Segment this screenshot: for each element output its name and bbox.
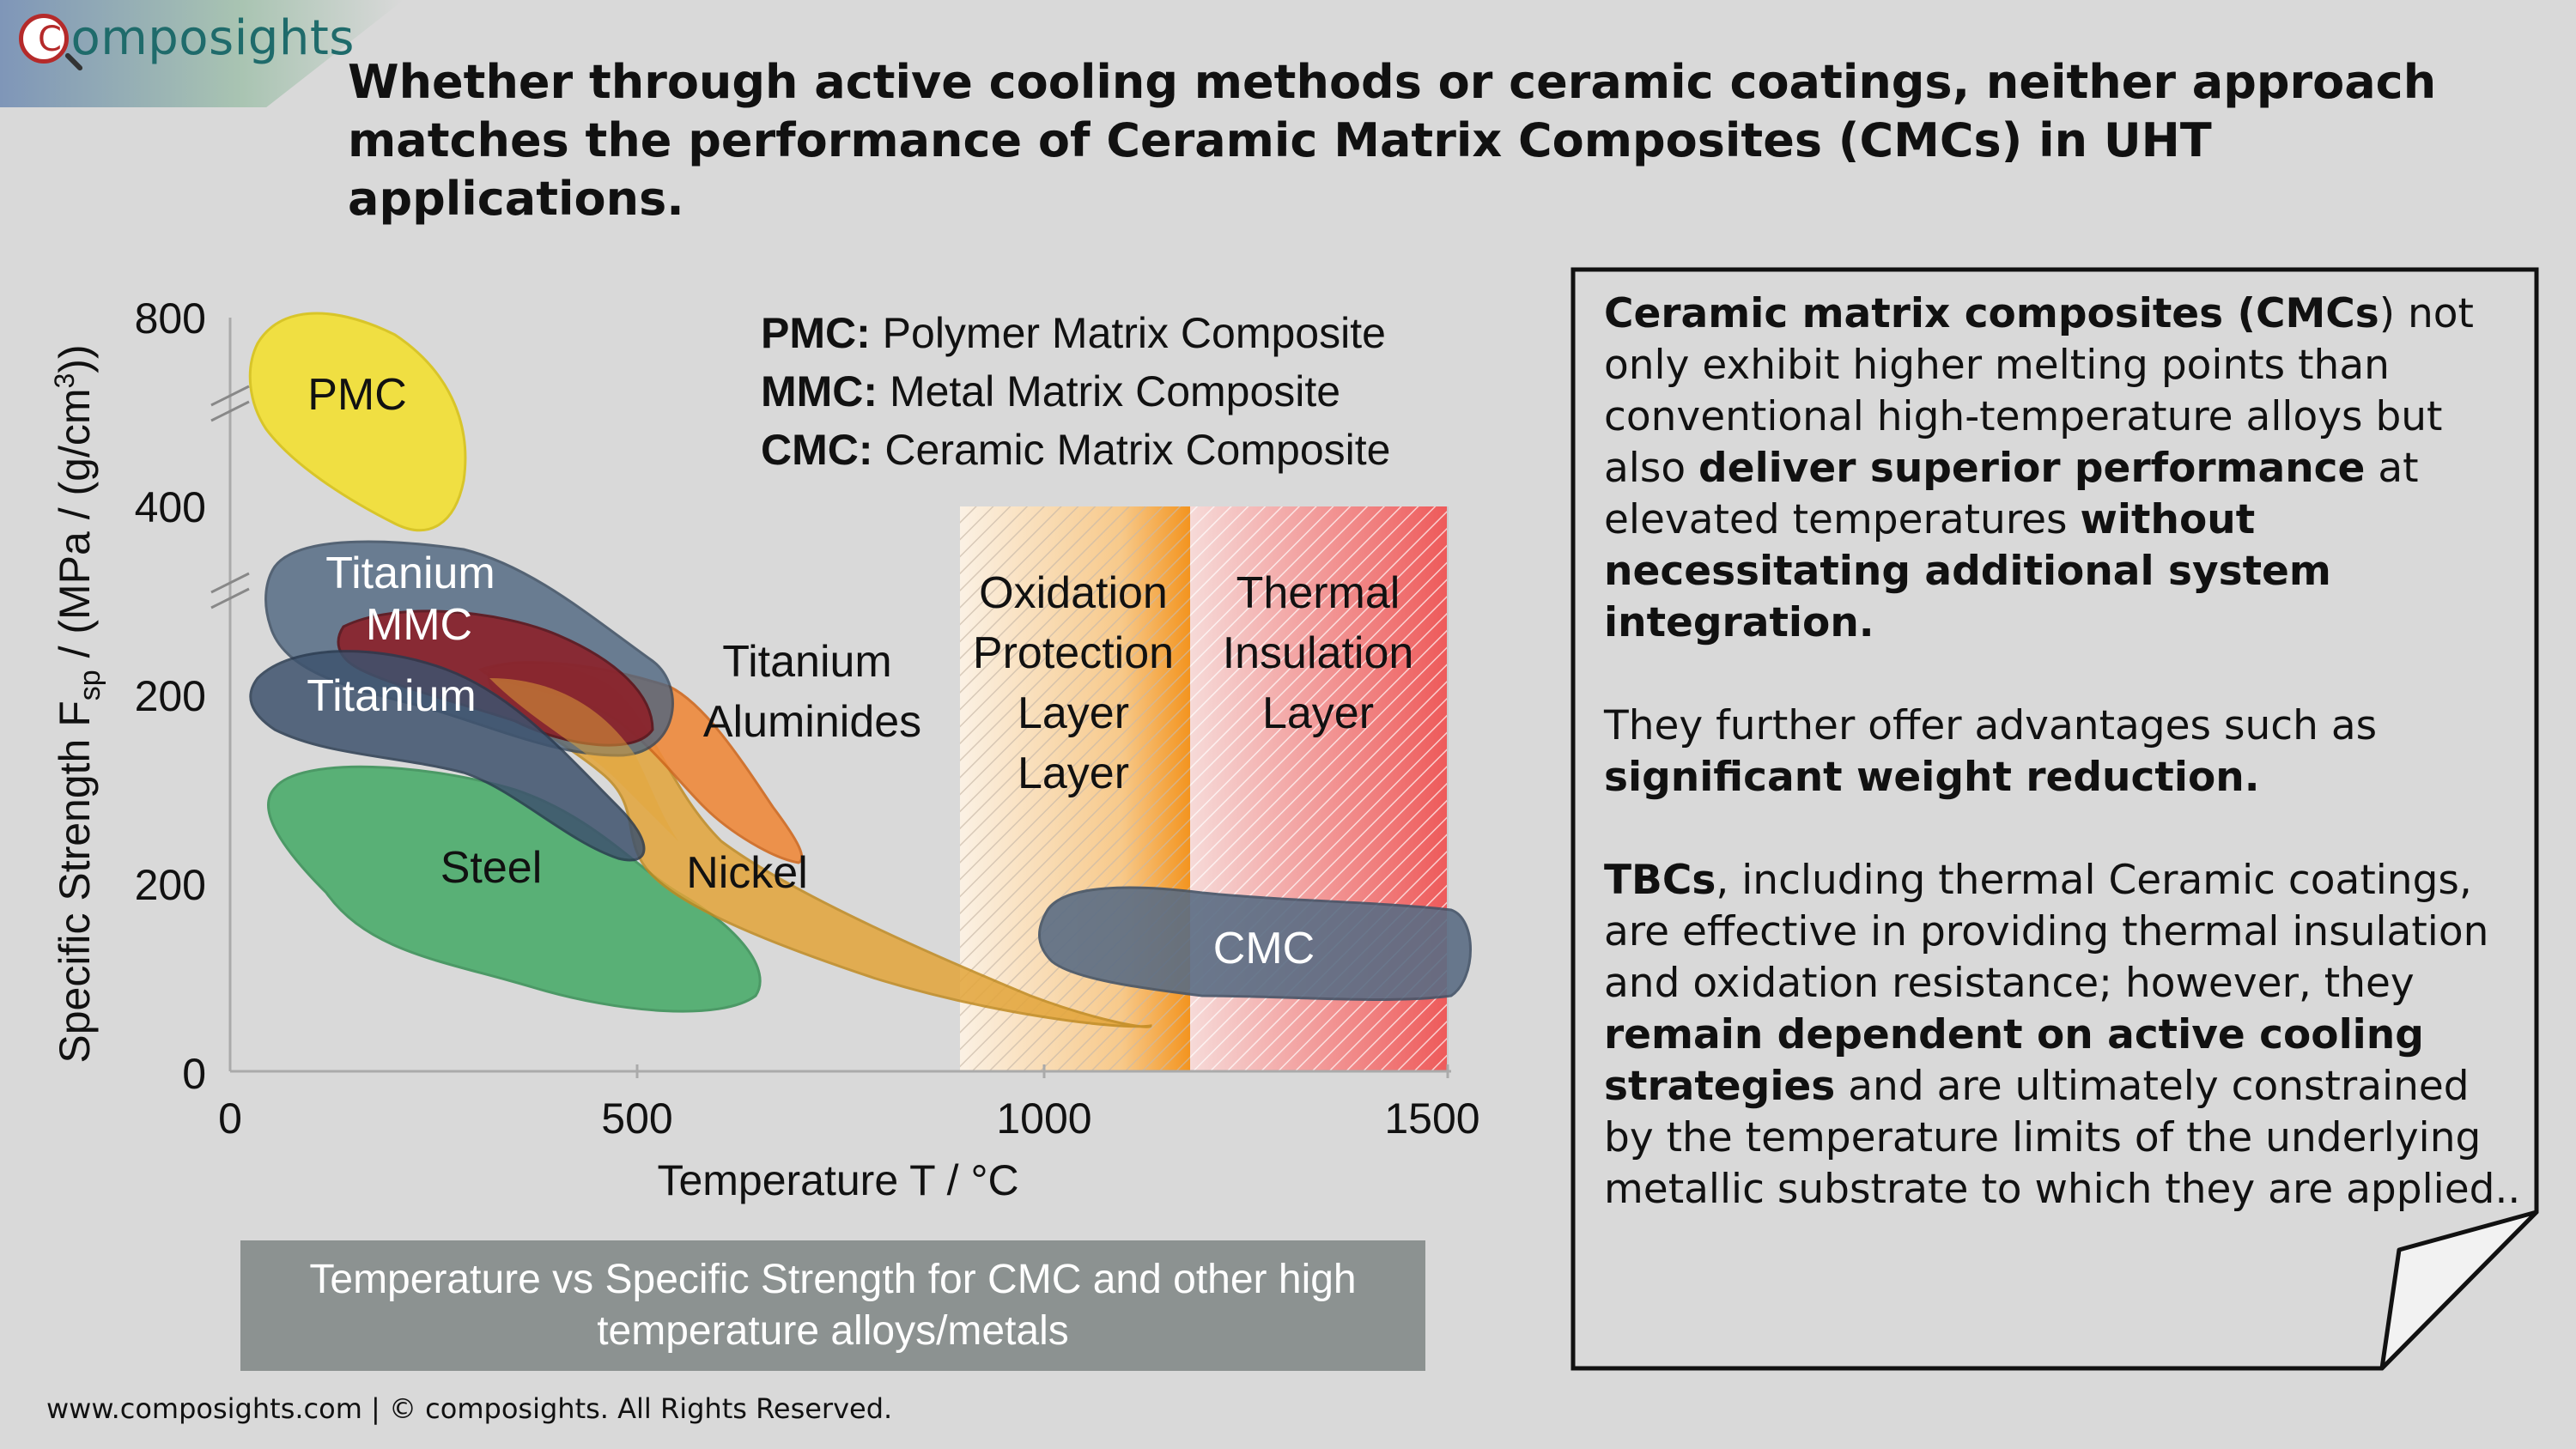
zone-oxidation-line: Oxidation [979, 568, 1168, 618]
y-tick-label: 200 [135, 861, 206, 909]
x-tick-label: 0 [218, 1094, 242, 1143]
x-axis-label: Temperature T / °C [657, 1156, 1018, 1204]
zone-oxidation-line: Protection [973, 628, 1174, 678]
y-tick-label: 800 [135, 294, 206, 343]
label-titanium: Titanium [307, 671, 476, 721]
info-paragraph-2: They further offer advantages such as si… [1604, 702, 2378, 801]
label-titanium-mmc-1: Titanium [325, 549, 495, 598]
legend-cmc: CMC: Ceramic Matrix Composite [761, 426, 1390, 474]
axis-break-upper [210, 385, 250, 422]
zone-oxidation-line: Layer [1018, 749, 1129, 798]
region-cmc [1038, 886, 1472, 1001]
zone-thermal-line: Layer [1262, 688, 1374, 738]
info-note-card: Ceramic matrix composites (CMCs) not onl… [1570, 266, 2540, 1373]
logo-magnifier-icon [19, 14, 69, 64]
label-pmc: PMC [307, 370, 407, 420]
info-p1-bold: Ceramic matrix composites (CMCs [1604, 290, 2379, 337]
legend-pmc: PMC: Polymer Matrix Composite [761, 309, 1386, 357]
chart-area: 800 400 200 200 0 0 500 1000 1500 Temper… [0, 275, 1511, 1236]
label-nickel: Nickel [686, 848, 808, 898]
x-tick-label: 1000 [996, 1094, 1091, 1143]
axis-break-lower [210, 572, 250, 609]
brand-logo-letter: C [38, 20, 63, 59]
region-titanium [249, 650, 646, 862]
x-tick-label: 500 [601, 1094, 672, 1143]
zone-thermal-line: Insulation [1223, 628, 1414, 678]
label-titanium-aluminides-2: Aluminides [703, 697, 921, 747]
brand-name-text: omposights [70, 10, 355, 66]
zone-oxidation-line: Layer [1018, 688, 1129, 738]
page-headline: Whether through active cooling methods o… [348, 55, 2437, 226]
info-paragraph-1: Ceramic matrix composites (CMCs) not onl… [1604, 290, 2474, 646]
x-tick-label: 1500 [1384, 1094, 1479, 1143]
footer-copyright[interactable]: www.composights.com | © composights. All… [46, 1392, 893, 1425]
y-tick-label: 0 [182, 1050, 206, 1098]
chart-svg: 800 400 200 200 0 0 500 1000 1500 Temper… [49, 294, 1480, 1204]
label-titanium-mmc-2: MMC [366, 600, 472, 650]
info-paragraph-3: TBCs, including thermal Ceramic coatings… [1604, 857, 2521, 1213]
y-tick-label: 200 [135, 672, 206, 720]
legend-mmc: MMC: Metal Matrix Composite [761, 367, 1340, 415]
chart-caption: Temperature vs Specific Strength for CMC… [240, 1240, 1425, 1371]
label-cmc: CMC [1213, 924, 1315, 973]
y-axis-label: Specific Strength Fsp / (MPa / (g/cm3)) [49, 344, 106, 1063]
label-titanium-aluminides-1: Titanium [722, 637, 891, 687]
zone-thermal-line: Thermal [1236, 568, 1400, 618]
y-tick-label: 400 [135, 483, 206, 531]
label-steel: Steel [440, 843, 543, 893]
info-text-block: Ceramic matrix composites (CMCs) not onl… [1604, 288, 2531, 1267]
note-card-outline [1571, 267, 2539, 1371]
region-pmc [248, 312, 467, 532]
region-nickel-overlay [489, 678, 678, 841]
